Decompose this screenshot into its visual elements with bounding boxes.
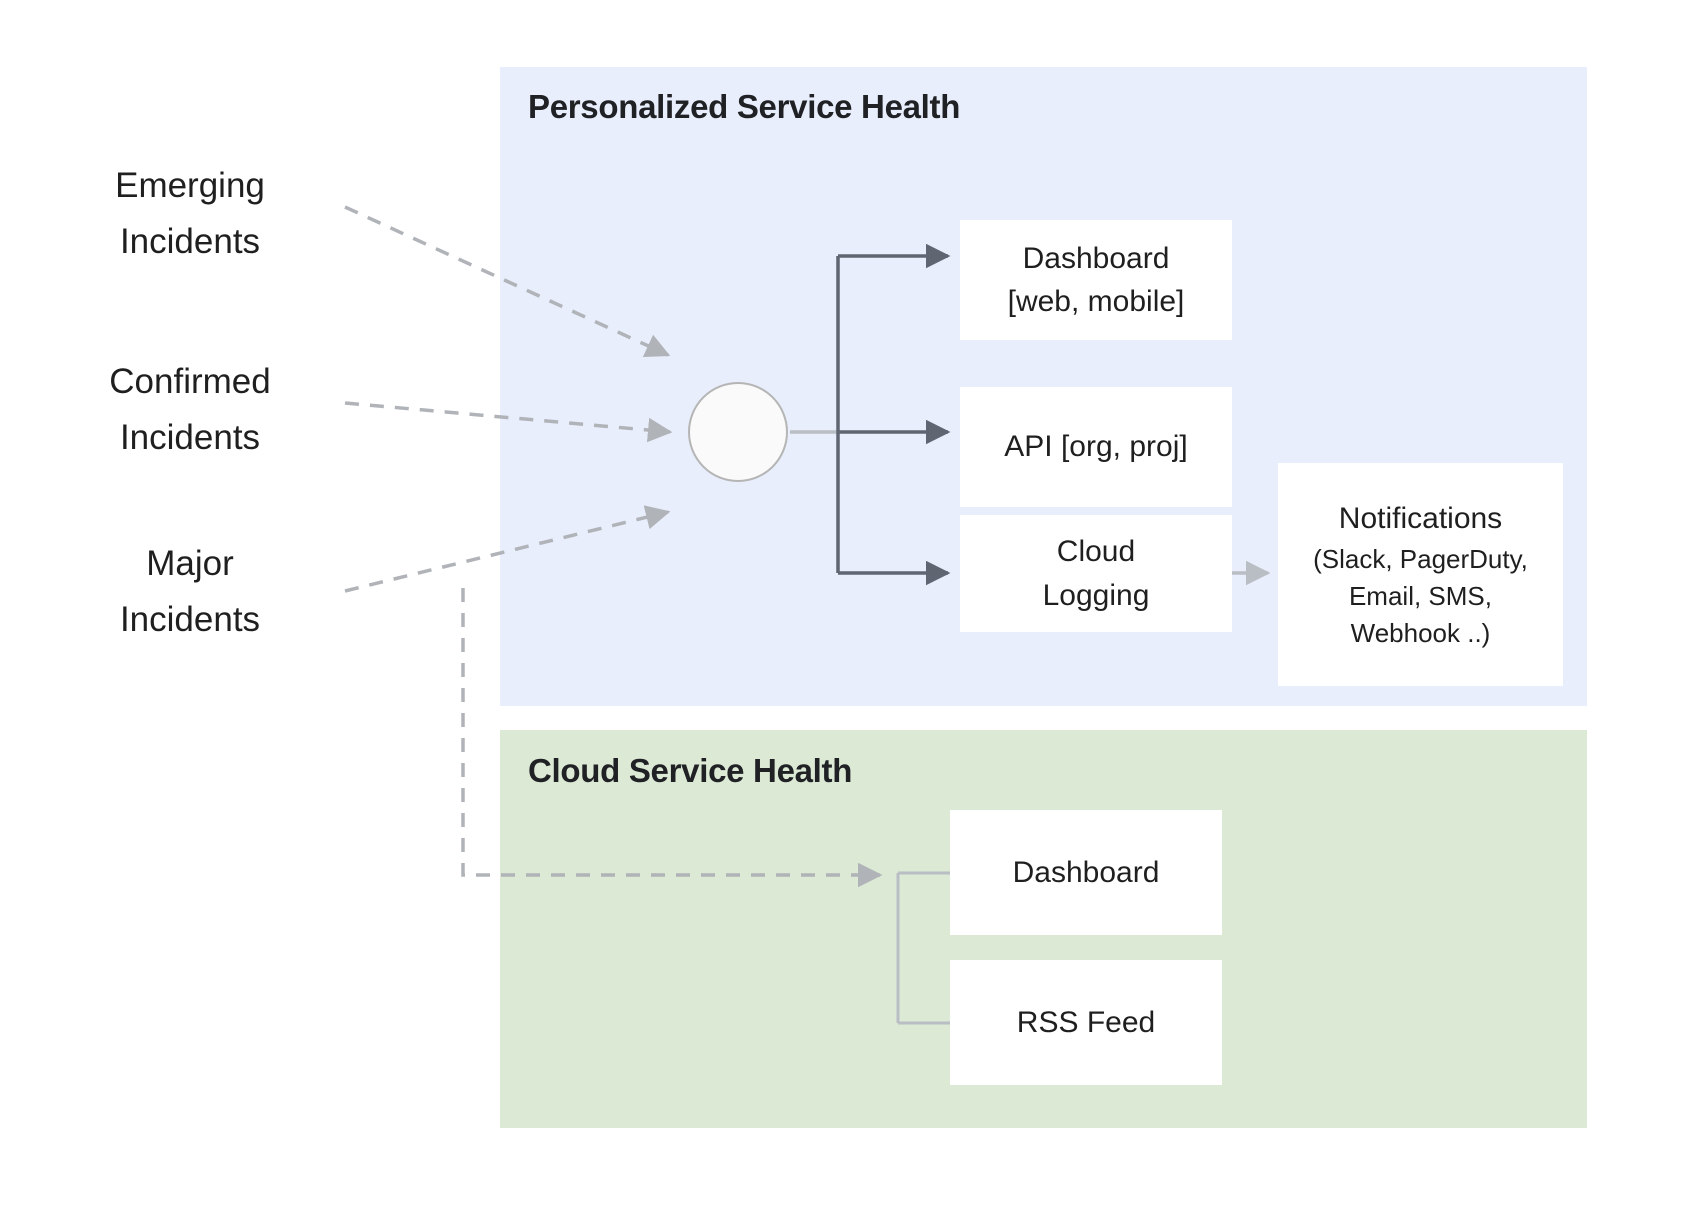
panel-title-personalized-service-health: Personalized Service Health bbox=[528, 88, 961, 125]
node-dashboard-web-mobile[interactable]: Dashboard[web, mobile] bbox=[960, 220, 1232, 340]
node-notifications-title: Notifications bbox=[1338, 502, 1503, 536]
node-api-org-proj-label: API [org, proj] bbox=[1004, 430, 1188, 464]
node-api-org-proj[interactable]: API [org, proj] bbox=[960, 387, 1232, 507]
node-cloud-dashboard-label: Dashboard bbox=[1012, 855, 1160, 889]
node-dashboard-web-mobile-label: Dashboard[web, mobile] bbox=[1007, 241, 1185, 319]
hub-node-circle[interactable] bbox=[688, 382, 788, 482]
node-notifications[interactable]: Notifications (Slack, PagerDuty,Email, S… bbox=[1278, 463, 1563, 686]
node-rss-feed-label: RSS Feed bbox=[1016, 1005, 1156, 1039]
node-notifications-detail: (Slack, PagerDuty,Email, SMS,Webhook ..) bbox=[1313, 543, 1528, 648]
panel-title-cloud-service-health: Cloud Service Health bbox=[528, 752, 853, 789]
node-cloud-dashboard[interactable]: Dashboard bbox=[950, 810, 1222, 935]
node-notifications-text: Notifications (Slack, PagerDuty,Email, S… bbox=[1303, 497, 1538, 651]
node-rss-feed[interactable]: RSS Feed bbox=[950, 960, 1222, 1085]
